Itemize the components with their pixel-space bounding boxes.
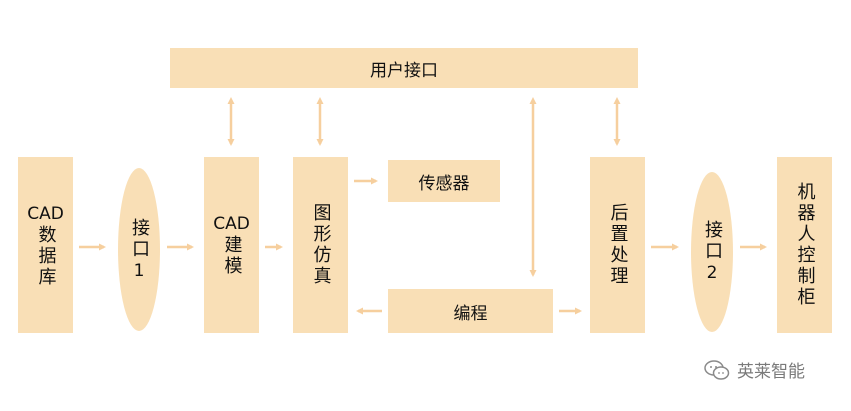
graphic-simulation-box: 图形仿真: [293, 157, 348, 333]
graphic-simulation-label: 图形仿真: [310, 203, 332, 287]
post-processing-label: 后置处理: [607, 203, 629, 287]
interface-2-line2: 2: [706, 263, 718, 283]
wechat-icon: [704, 359, 730, 380]
post-processing-box: 后置处理: [590, 157, 645, 333]
interface-2-line1: 接口: [702, 220, 723, 262]
cad-modeling-line2: 建模: [221, 235, 243, 277]
cad-database-box: CAD 数据库: [18, 157, 73, 333]
interface-1-line2: 1: [133, 260, 145, 281]
sensor-box: 传感器: [388, 160, 500, 202]
cad-database-line1: CAD: [27, 203, 64, 224]
interface-1-line1: 接口: [129, 217, 150, 260]
programming-box: 编程: [388, 289, 553, 333]
programming-label: 编程: [453, 303, 488, 324]
interface-2-ellipse: 接口 2: [691, 172, 733, 332]
robot-controller-label: 机器人控制柜: [794, 182, 816, 308]
sensor-label: 传感器: [418, 173, 470, 194]
cad-modeling-line1: CAD: [213, 214, 250, 234]
watermark-text: 英莱智能: [737, 362, 805, 382]
user-interface-box: 用户接口: [170, 48, 638, 88]
watermark: 英莱智能: [703, 357, 805, 382]
cad-modeling-box: CAD 建模: [204, 157, 259, 333]
interface-1-ellipse: 接口 1: [118, 168, 160, 331]
robot-controller-box: 机器人控制柜: [777, 157, 832, 333]
cad-database-line2: 数据库: [35, 224, 57, 288]
user-interface-label: 用户接口: [370, 60, 438, 81]
